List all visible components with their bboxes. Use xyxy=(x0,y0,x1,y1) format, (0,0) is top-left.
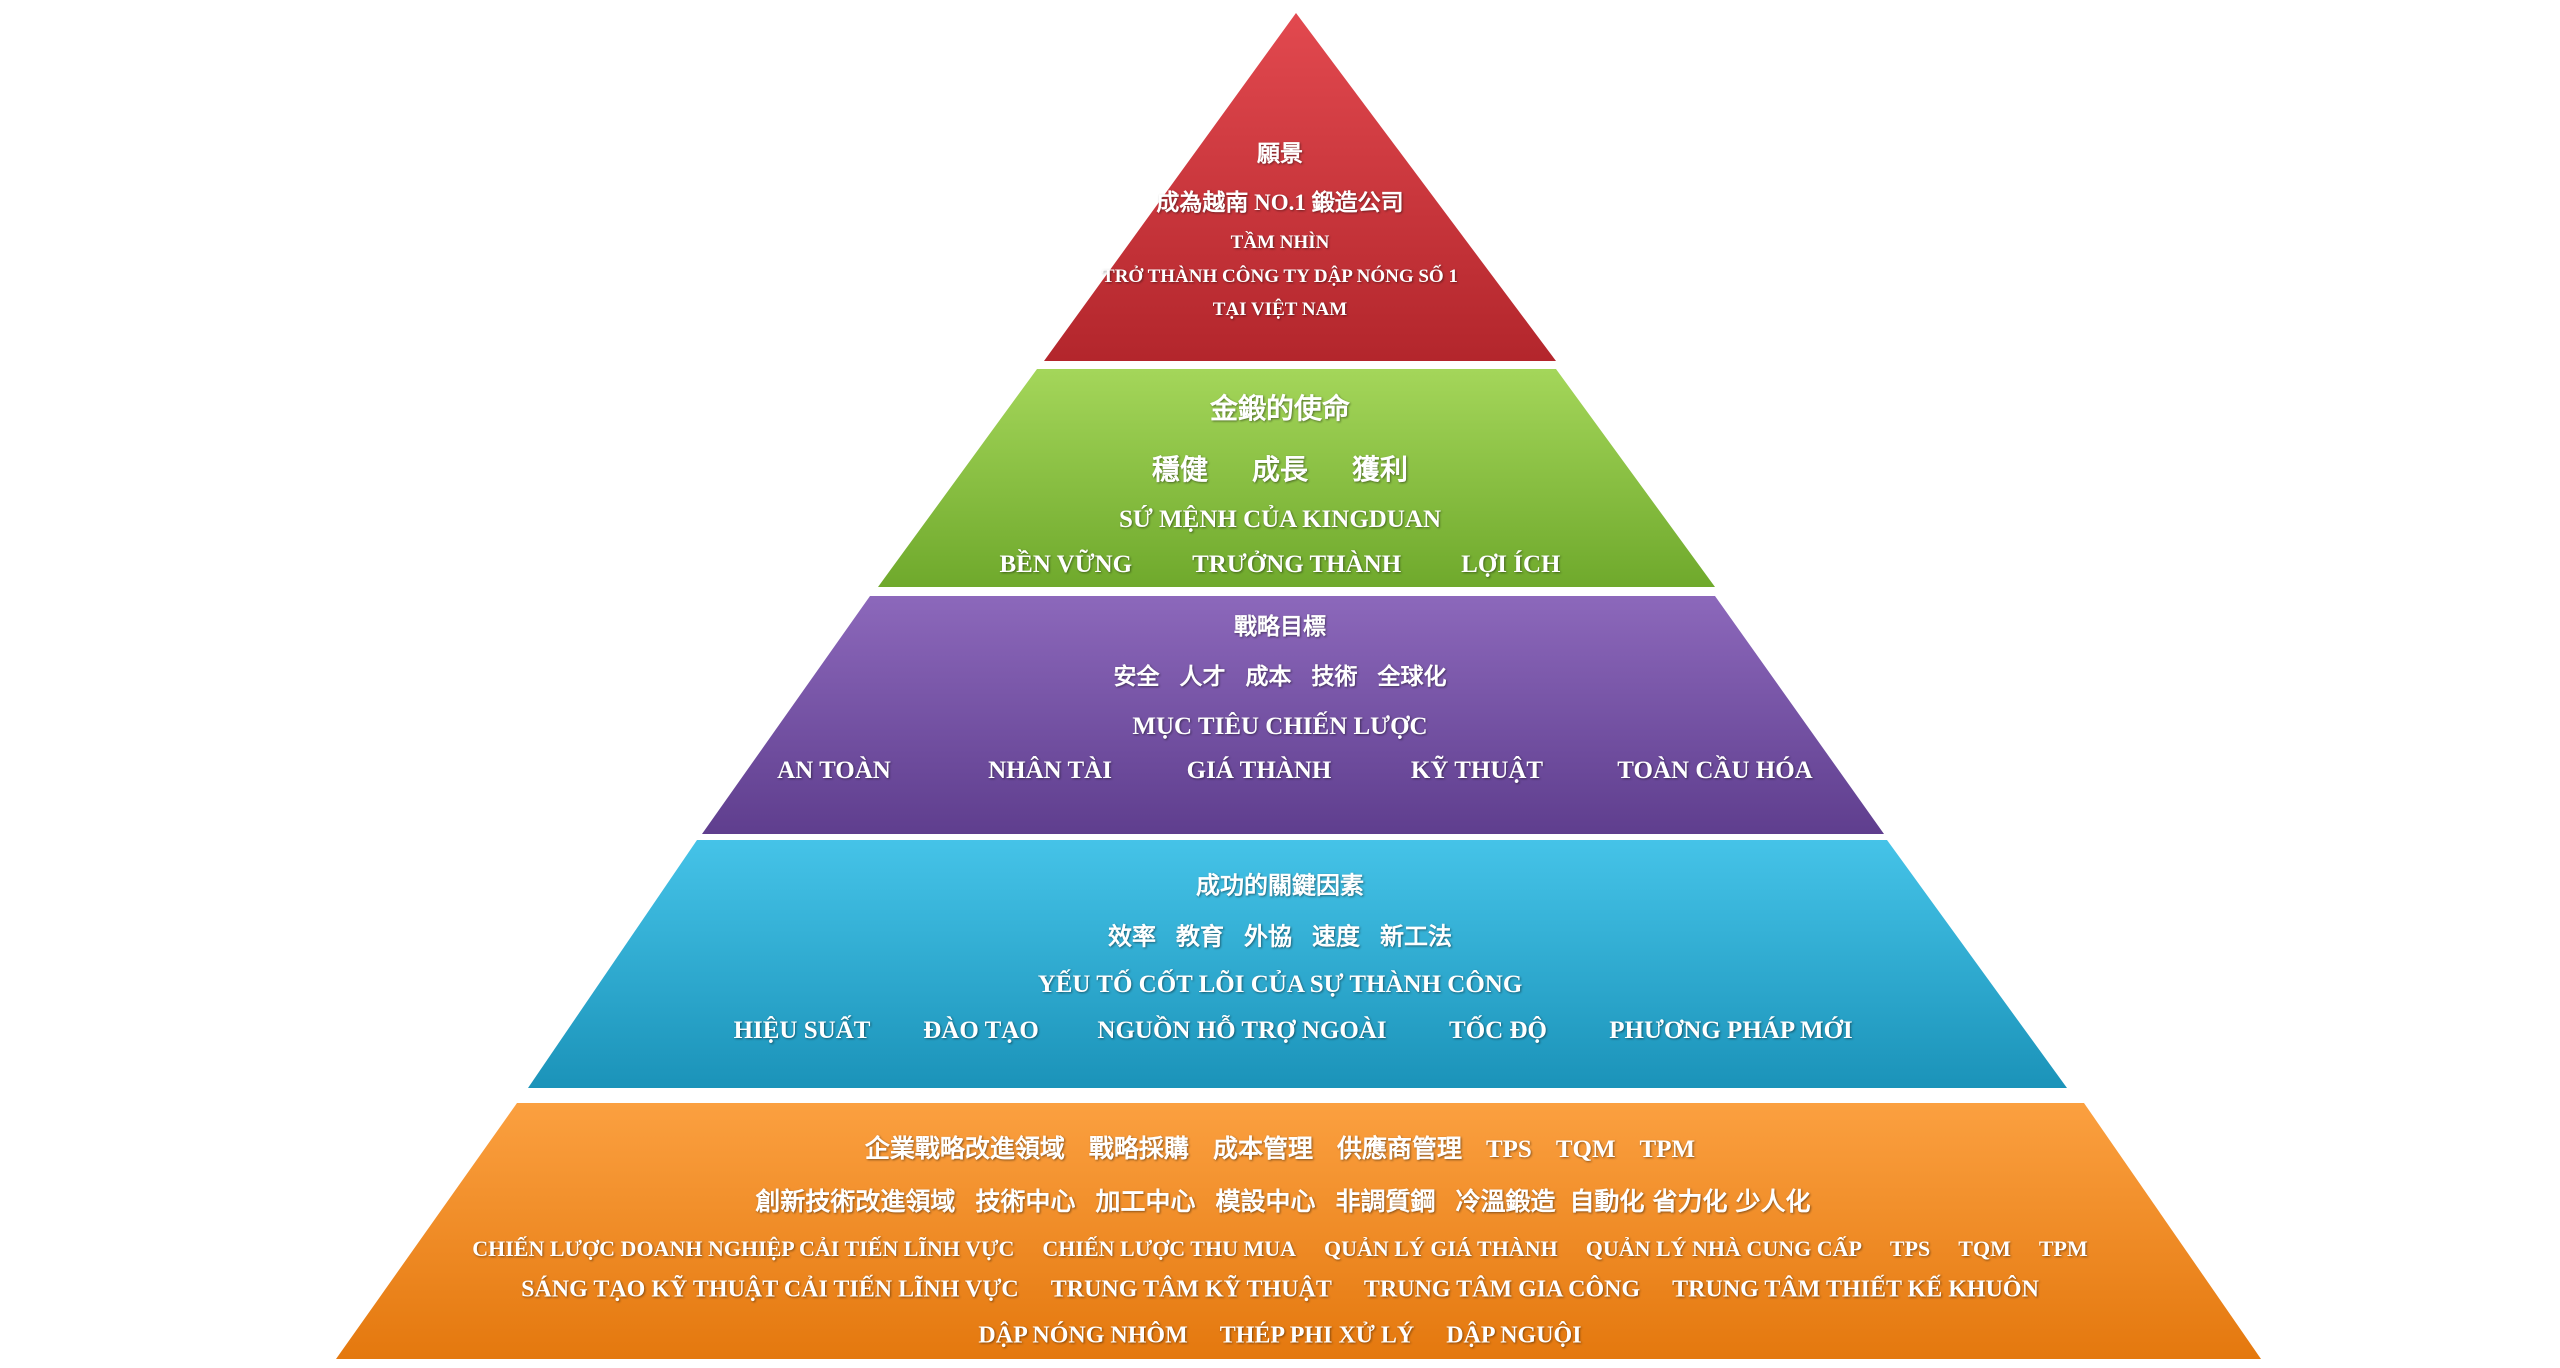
mission-item: 獲利 xyxy=(1352,455,1409,486)
success-factors-tier xyxy=(528,840,2067,1088)
success-title-vi: YẾU TỐ CỐT LÕI CỦA SỰ THÀNH CÔNG xyxy=(1037,971,1523,998)
foundation-item: QUẢN LÝ NHÀ CUNG CẤP xyxy=(1585,1236,1862,1261)
foundation-row-2: 創新技術改進領域技術中心加工中心模設中心非調質鋼冷溫鍛造自動化省力化少人化 xyxy=(0,1182,2560,1218)
foundation-item: TQM xyxy=(1555,1136,1616,1163)
strategy-item: TOÀN CẦU HÓA xyxy=(1617,757,1813,784)
foundation-item: THÉP PHI XỬ LÝ xyxy=(1219,1322,1415,1349)
strategy-item: KỸ THUẬT xyxy=(1410,757,1544,784)
mission-tier xyxy=(878,369,1715,587)
foundation-row-1: 企業戰略改進領域戰略採購成本管理供應商管理 TPS TQM TPM xyxy=(0,1129,2560,1165)
strategy-item: 成本 xyxy=(1245,664,1292,689)
vision-tier xyxy=(1044,13,1556,361)
foundation-item: 少人化 xyxy=(1735,1189,1811,1216)
foundation-item: TRUNG TÂM KỸ THUẬT xyxy=(1050,1276,1332,1303)
success-item: 效率 xyxy=(1108,924,1156,951)
foundation-item: TRUNG TÂM GIA CÔNG xyxy=(1363,1276,1641,1303)
strategy-item: GIÁ THÀNH xyxy=(1186,757,1332,784)
mission-item: LỢI ÍCH xyxy=(1461,551,1561,578)
success-item: 教育 xyxy=(1176,924,1224,951)
foundation-item: 創新技術改進領域 xyxy=(755,1189,956,1216)
strategy-item: 安全 xyxy=(1113,664,1160,689)
mission-items-vi: BỀN VỮNG TRƯỞNG THÀNH LỢI ÍCH xyxy=(0,551,2560,579)
mission-title-zh: 金鍛的使命 xyxy=(1209,394,1350,425)
strategy-title-zh: 戰略目標 xyxy=(1234,614,1326,639)
mission-item: BỀN VỮNG xyxy=(999,551,1133,578)
mission-title-vi: SỨ MỆNH CỦA KINGDUAN xyxy=(1119,506,1441,533)
foundation-item: TPS xyxy=(1889,1236,1931,1261)
success-title-zh: 成功的關鍵因素 xyxy=(1196,873,1364,900)
success-item: 速度 xyxy=(1312,924,1360,951)
strategy-item: 技術 xyxy=(1311,664,1358,689)
success-item: NGUỒN HỖ TRỢ NGOÀI xyxy=(1097,1017,1387,1044)
foundation-item: TQM xyxy=(1958,1236,2011,1261)
strategy-tier xyxy=(702,596,1884,834)
mission-item: TRƯỞNG THÀNH xyxy=(1192,551,1402,578)
foundation-item: 企業戰略改進領域 xyxy=(864,1136,1065,1163)
mission-item: 穩健 xyxy=(1151,455,1208,486)
foundation-item: 供應商管理 xyxy=(1336,1136,1462,1163)
foundation-item: 模設中心 xyxy=(1215,1189,1316,1216)
foundation-item: DẬP NÓNG NHÔM xyxy=(978,1322,1188,1349)
strategy-item: 全球化 xyxy=(1377,664,1447,689)
foundation-item: TRUNG TÂM THIẾT KẾ KHUÔN xyxy=(1672,1276,2039,1303)
strategy-item: AN TOÀN xyxy=(777,757,891,784)
foundation-item: TPS xyxy=(1485,1136,1532,1163)
foundation-tier xyxy=(336,1103,2261,1359)
vision-text-vi-1: TRỞ THÀNH CÔNG TY DẬP NÓNG SỐ 1 xyxy=(1102,266,1458,287)
success-item: 外協 xyxy=(1244,924,1292,951)
strategy-item: NHÂN TÀI xyxy=(988,757,1112,784)
foundation-item: TPM xyxy=(2038,1236,2088,1261)
strategy-item: 人才 xyxy=(1179,664,1226,689)
mission-item: 成長 xyxy=(1251,455,1308,486)
foundation-item: 戰略採購 xyxy=(1088,1136,1189,1163)
success-item: TỐC ĐỘ xyxy=(1449,1017,1547,1044)
success-item: PHƯƠNG PHÁP MỚI xyxy=(1609,1017,1853,1044)
foundation-item: 自動化 xyxy=(1569,1189,1645,1216)
foundation-row-4: SÁNG TẠO KỸ THUẬT CẢI TIẾN LĨNH VỰC TRUNG… xyxy=(0,1277,2560,1304)
foundation-item: 冷溫鍛造 xyxy=(1455,1189,1556,1216)
foundation-item: 技術中心 xyxy=(975,1189,1076,1216)
foundation-row-5: DẬP NÓNG NHÔM THÉP PHI XỬ LÝ DẬP NGUỘI xyxy=(0,1323,2560,1350)
foundation-item: 非調質鋼 xyxy=(1335,1189,1436,1216)
foundation-item: 成本管理 xyxy=(1212,1136,1313,1163)
vision-text-zh: 成為越南 NO.1 鍛造公司 xyxy=(1156,190,1404,215)
vision-title-zh: 願景 xyxy=(1257,141,1303,166)
vision-text-vi-2: TẠI VIỆT NAM xyxy=(1212,299,1348,320)
foundation-item: CHIẾN LƯỢC THU MUA xyxy=(1042,1236,1297,1261)
foundation-item: 省力化 xyxy=(1652,1189,1728,1216)
foundation-row-3: CHIẾN LƯỢC DOANH NGHIỆP CẢI TIẾN LĨNH VỰ… xyxy=(0,1236,2560,1262)
foundation-item: TPM xyxy=(1639,1136,1696,1163)
success-item: HIỆU SUẤT xyxy=(733,1017,871,1044)
foundation-item: QUẢN LÝ GIÁ THÀNH xyxy=(1324,1236,1558,1261)
foundation-item: CHIẾN LƯỢC DOANH NGHIỆP CẢI TIẾN LĨNH VỰ… xyxy=(472,1236,1015,1261)
strategy-title-vi: MỤC TIÊU CHIẾN LƯỢC xyxy=(1132,713,1428,740)
strategy-items-zh: 安全人才成本技術全球化 xyxy=(0,657,2560,691)
success-items-zh: 效率教育外協速度新工法 xyxy=(0,917,2560,952)
foundation-item: DẬP NGUỘI xyxy=(1446,1322,1582,1349)
mission-items-zh: 穩健 成長 獲利 xyxy=(0,448,2560,488)
vision-title-vi: TẦM NHÌN xyxy=(1230,232,1330,253)
foundation-item: SÁNG TẠO KỸ THUẬT CẢI TIẾN LĨNH VỰC xyxy=(521,1276,1019,1303)
foundation-item: 加工中心 xyxy=(1095,1189,1196,1216)
success-item: 新工法 xyxy=(1380,924,1452,951)
success-item: ĐÀO TẠO xyxy=(923,1017,1039,1044)
